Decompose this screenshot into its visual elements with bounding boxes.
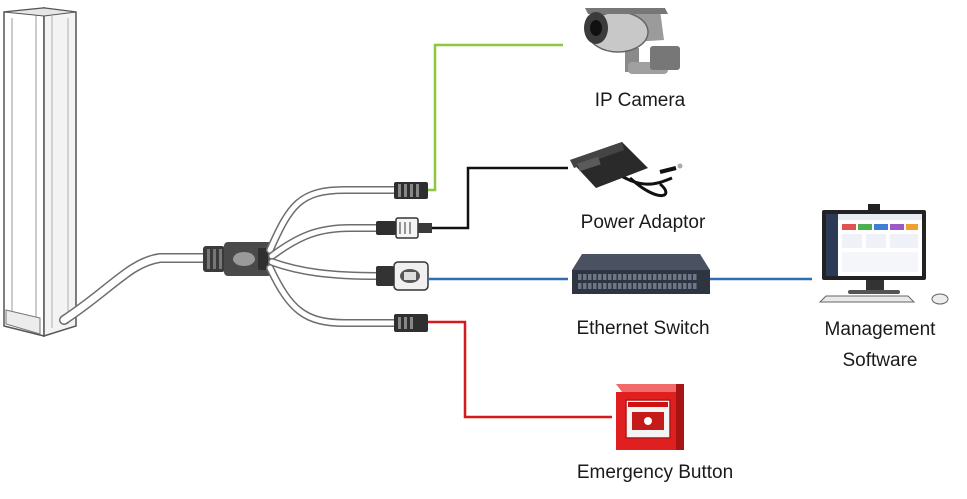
- switch-port: [678, 274, 682, 280]
- emergency-button-label: Emergency Button: [576, 462, 734, 483]
- switch-port: [613, 283, 617, 289]
- column-speaker-icon: [3, 7, 77, 338]
- branch-cables: [266, 186, 400, 327]
- switch-port: [653, 274, 657, 280]
- switch-port: [693, 274, 697, 280]
- switch-port: [623, 283, 627, 289]
- switch-port: [583, 274, 587, 280]
- switch-port: [628, 274, 632, 280]
- ethernet-switch-icon: [572, 254, 710, 294]
- power-line: [432, 166, 568, 230]
- switch-port: [598, 274, 602, 280]
- mouse-icon: [931, 293, 949, 305]
- switch-port: [693, 283, 697, 289]
- emergency-button-icon: [616, 384, 684, 450]
- ip-camera-icon: [584, 8, 680, 74]
- switch-port: [688, 283, 692, 289]
- switch-port: [643, 283, 647, 289]
- emergency-line: [428, 320, 612, 419]
- switch-port: [638, 283, 642, 289]
- power-connector: [376, 217, 432, 239]
- camera-line: [428, 43, 563, 192]
- switch-port: [583, 283, 587, 289]
- switch-port: [648, 283, 652, 289]
- network-connector: [376, 261, 429, 291]
- switch-port: [578, 283, 582, 289]
- power-adaptor-icon: [570, 142, 683, 198]
- switch-port: [653, 283, 657, 289]
- emergency-connector: [394, 314, 428, 332]
- ethernet-switch-label: Ethernet Switch: [576, 318, 710, 339]
- switch-port: [618, 283, 622, 289]
- switch-port: [603, 283, 607, 289]
- switch-port: [663, 274, 667, 280]
- camera-connector: [394, 182, 428, 199]
- main-cable: [59, 253, 210, 325]
- switch-port: [673, 274, 677, 280]
- switch-port: [613, 274, 617, 280]
- switch-port: [588, 283, 592, 289]
- monitor-icon: [822, 204, 926, 294]
- switch-port: [598, 283, 602, 289]
- switch-port: [633, 274, 637, 280]
- switch-port: [618, 274, 622, 280]
- switch-port: [578, 274, 582, 280]
- switch-port: [683, 283, 687, 289]
- switch-port: [588, 274, 592, 280]
- switch-port: [668, 274, 672, 280]
- ip-camera-label: IP Camera: [594, 90, 686, 111]
- switch-port: [593, 283, 597, 289]
- switch-port: [658, 283, 662, 289]
- switch-port: [678, 283, 682, 289]
- switch-port: [673, 283, 677, 289]
- management-software-label-line1: Management: [824, 319, 936, 340]
- switch-port: [608, 283, 612, 289]
- switch-port: [603, 274, 607, 280]
- management-software-label-line2: Software: [842, 350, 918, 371]
- keyboard-icon: [818, 295, 916, 303]
- switch-port: [643, 274, 647, 280]
- switch-port: [668, 283, 672, 289]
- power-adaptor-label: Power Adaptor: [580, 212, 706, 233]
- switch-port: [658, 274, 662, 280]
- switch-port: [628, 283, 632, 289]
- switch-port: [633, 283, 637, 289]
- switch-port: [648, 274, 652, 280]
- switch-port: [608, 274, 612, 280]
- switch-port: [663, 283, 667, 289]
- switch-port: [688, 274, 692, 280]
- switch-port: [593, 274, 597, 280]
- switch-port: [638, 274, 642, 280]
- switch-port: [683, 274, 687, 280]
- switch-port: [623, 274, 627, 280]
- cable-splitter: [203, 242, 272, 276]
